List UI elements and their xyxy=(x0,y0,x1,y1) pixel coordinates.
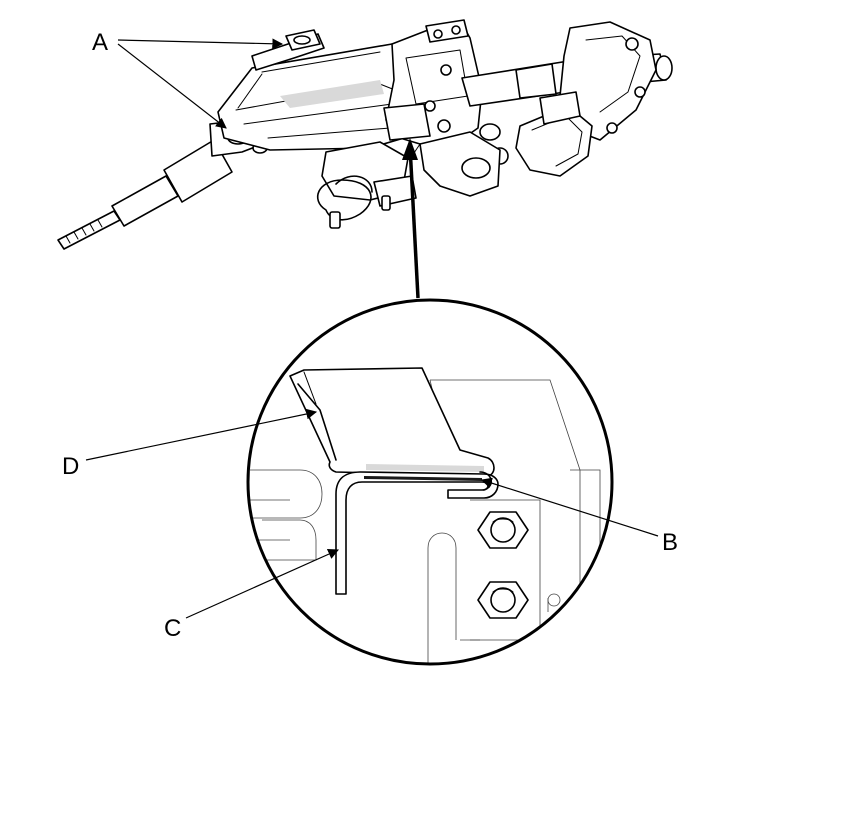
callout-c: C xyxy=(164,549,339,642)
leader-a-lower xyxy=(117,43,227,129)
bolt-upper xyxy=(477,511,529,549)
tilt-housing xyxy=(383,19,483,161)
leader-c xyxy=(185,549,339,619)
detail-view xyxy=(246,298,614,666)
bracket-c xyxy=(335,471,499,595)
detail-pointer xyxy=(402,138,420,299)
callout-label-a: A xyxy=(92,29,108,56)
callout-label-c: C xyxy=(164,615,181,642)
callout-b: B xyxy=(480,477,678,556)
leader-d xyxy=(85,408,318,461)
leader-b xyxy=(480,477,659,537)
mounting-bracket-upper xyxy=(251,29,325,71)
wire-harness-clip xyxy=(316,141,417,229)
detail-circle-border xyxy=(246,298,614,666)
detail-pointer-head xyxy=(402,138,418,160)
steering-column-assembly xyxy=(57,19,673,250)
column-jacket xyxy=(217,43,421,151)
bolt-lower xyxy=(477,581,529,619)
callout-a: A xyxy=(92,29,284,129)
leader-a-upper xyxy=(117,38,284,50)
ignition-switch-assembly xyxy=(491,21,657,177)
callout-d: D xyxy=(62,408,318,480)
callout-label-b: B xyxy=(662,529,678,556)
detail-pointer-shaft xyxy=(408,145,420,299)
lower-housing xyxy=(419,123,501,197)
intermediate-shaft xyxy=(57,139,233,250)
callout-label-d: D xyxy=(62,453,79,480)
